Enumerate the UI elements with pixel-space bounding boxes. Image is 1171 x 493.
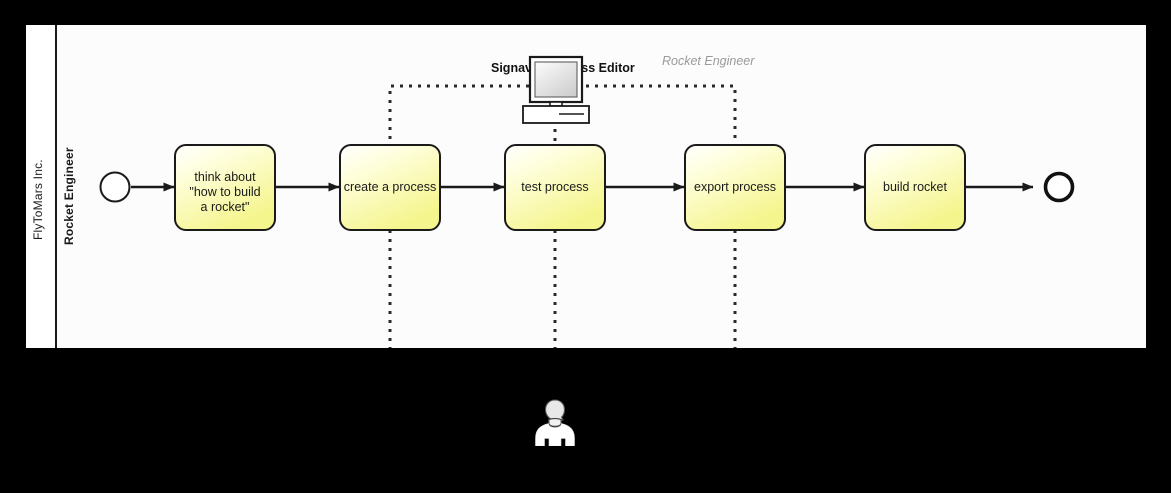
computer-monitor-icon <box>522 55 590 124</box>
bpmn-canvas[interactable]: FlyToMars Inc. Rocket Engineer Signavio … <box>26 25 1146 348</box>
association-to-export-process <box>586 84 737 145</box>
end-event <box>1043 171 1075 203</box>
text-annotation-label: Rocket Engineer <box>662 54 755 68</box>
diagram-shapes-layer <box>99 55 1075 348</box>
person-actor-icon <box>535 399 575 446</box>
pool-lane-divider <box>55 25 57 348</box>
pool-header <box>26 25 55 348</box>
task-shapes <box>174 144 966 231</box>
task-export-process <box>684 144 786 231</box>
task-create-a-process <box>339 144 441 231</box>
association-flows <box>388 84 737 348</box>
task-think-about <box>174 144 276 231</box>
task-test-process <box>504 144 606 231</box>
association-to-create-process <box>388 84 529 145</box>
start-event <box>99 171 131 203</box>
task-build-rocket <box>864 144 966 231</box>
